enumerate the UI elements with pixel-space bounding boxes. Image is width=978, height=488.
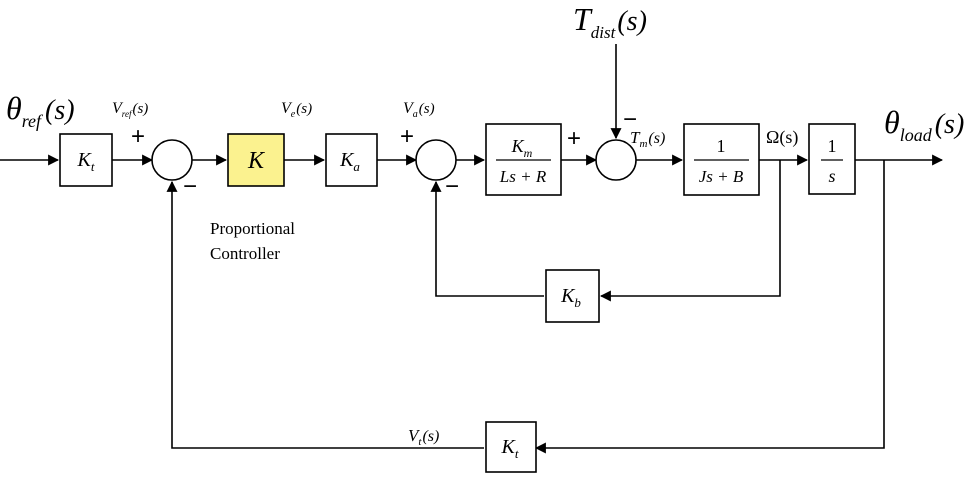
- block-numerator: 1: [717, 136, 726, 156]
- sum3-plus-sign: +: [567, 125, 581, 152]
- summing-junction-2: [415, 139, 457, 181]
- signal-label-t-m: Tm(s): [630, 128, 665, 150]
- sum1-minus-sign: −: [183, 173, 197, 200]
- sum1-plus-sign: +: [131, 123, 145, 150]
- signal-label-theta-load: θload(s): [884, 104, 964, 145]
- proportional-controller-block: K: [227, 133, 285, 187]
- sum3-minus-sign: −: [623, 106, 637, 133]
- wire-kb-to-sum2: [430, 180, 544, 297]
- motor-mechanical-block: 1 Js + B: [683, 123, 760, 196]
- signal-label-v-ref: Vref(s): [112, 100, 148, 119]
- motor-electrical-block: Km Ls + R: [485, 123, 562, 196]
- annotation-line-2: Controller: [210, 244, 280, 263]
- block-denominator: Js + B: [699, 167, 744, 186]
- signal-label-v-t: Vt(s): [408, 426, 439, 448]
- block-numerator: Km: [511, 136, 533, 160]
- block-kt-feedback: Kt: [485, 421, 537, 473]
- block-label: Ka: [339, 149, 360, 174]
- block-denominator: Ls + R: [499, 167, 547, 186]
- wire-omega-to-kb: [599, 160, 781, 302]
- signal-label-v-a: Va(s): [403, 100, 435, 120]
- signal-label-v-e: Ve(s): [281, 100, 312, 120]
- block-label: Kt: [501, 436, 519, 461]
- wires: [0, 44, 944, 454]
- wire-kt-to-sum1: [166, 180, 484, 449]
- wire-output-to-kt: [534, 160, 885, 454]
- block-kb: Kb: [545, 269, 600, 323]
- block-ka: Ka: [325, 133, 378, 187]
- block-label: Kt: [77, 149, 95, 174]
- annotation-line-1: Proportional: [210, 219, 295, 238]
- block-label: Kb: [560, 285, 581, 310]
- block-denominator: s: [828, 166, 835, 186]
- block-label: K: [247, 148, 266, 174]
- sum2-minus-sign: −: [445, 173, 459, 200]
- block-numerator: 1: [828, 136, 837, 156]
- block-kt-input: Kt: [59, 133, 113, 187]
- signal-label-theta-ref: θref(s): [6, 90, 75, 131]
- signal-label-omega: Ω(s): [766, 127, 798, 148]
- signal-label-t-dist: Tdist(s): [573, 1, 647, 42]
- summing-junction-1: [151, 139, 193, 181]
- integrator-block: 1 s: [808, 123, 856, 195]
- summing-junction-3: [595, 139, 637, 181]
- sum2-plus-sign: +: [400, 123, 414, 150]
